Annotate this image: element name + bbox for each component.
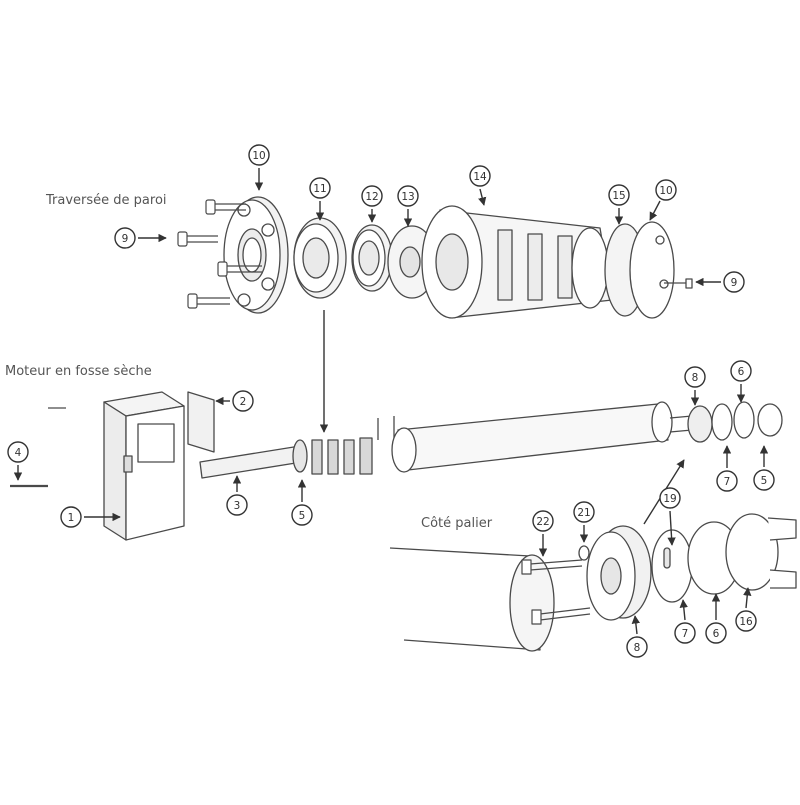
callout-circle-10 <box>655 179 677 201</box>
right-end-parts <box>687 401 783 443</box>
callout-circle-16 <box>735 610 757 632</box>
callout-circle-19 <box>659 487 681 509</box>
callout-number-3: 3 <box>234 500 241 512</box>
screws-left <box>177 199 262 309</box>
callout-circle-3 <box>226 494 248 516</box>
seal-ring-11 <box>293 217 347 299</box>
callout-number-14: 14 <box>473 171 487 183</box>
callout-circle-7 <box>716 470 738 492</box>
callout-circle-12 <box>361 185 383 207</box>
callout-arrow-19 <box>667 510 676 546</box>
section-label-motor: Moteur en fosse sèche <box>5 364 152 379</box>
callout-circle-7 <box>674 622 696 644</box>
callout-circle-5 <box>291 504 313 526</box>
callout-arrow-8 <box>631 615 641 635</box>
callout-number-16: 16 <box>739 616 753 628</box>
section-label-wall: Traversée de paroi <box>46 193 167 208</box>
callout-number-4: 4 <box>15 447 22 459</box>
bracket-2 <box>187 391 215 453</box>
callout-number-11: 11 <box>313 183 326 195</box>
callout-number-9: 9 <box>122 233 129 245</box>
bearing-tube-section <box>389 547 555 652</box>
callout-circle-22 <box>532 510 554 532</box>
callout-number-2: 2 <box>240 396 247 408</box>
disc-7 <box>651 529 693 603</box>
callout-circle-10 <box>248 144 270 166</box>
washer-21 <box>578 545 590 561</box>
shaft-3 <box>199 445 303 479</box>
callout-circle-5 <box>753 469 775 491</box>
callout-number-7: 7 <box>682 628 689 640</box>
callout-number-9: 9 <box>731 277 738 289</box>
callout-number-22: 22 <box>536 516 549 528</box>
flange-15-10 <box>604 221 693 319</box>
callout-number-7: 7 <box>724 476 731 488</box>
callout-circle-15 <box>608 184 630 206</box>
callout-number-1: 1 <box>68 512 75 524</box>
bearing-hub-8 <box>586 525 652 621</box>
callout-number-6: 6 <box>713 628 720 640</box>
callout-number-8: 8 <box>692 372 699 384</box>
callout-circle-9 <box>114 227 136 249</box>
callout-number-12: 12 <box>365 191 378 203</box>
callout-circle-14 <box>469 165 491 187</box>
bolts-22 <box>521 559 591 625</box>
callout-number-15: 15 <box>612 190 625 202</box>
callout-number-5: 5 <box>299 510 306 522</box>
callout-circle-8 <box>626 636 648 658</box>
section-label-bearing: Côté palier <box>421 516 493 531</box>
callout-arrow-10 <box>649 200 661 221</box>
callout-number-21: 21 <box>577 507 590 519</box>
callout-circle-21 <box>573 501 595 523</box>
ring-12 <box>351 224 393 292</box>
callout-number-10: 10 <box>659 185 672 197</box>
coupling-16 <box>725 513 797 591</box>
callout-circle-9 <box>723 271 745 293</box>
coupling-5 <box>292 416 395 475</box>
callout-number-19: 19 <box>663 493 676 505</box>
callout-arrow-16 <box>743 587 752 609</box>
tube-body <box>391 401 693 473</box>
callout-circle-6 <box>730 360 752 382</box>
callout-circle-2 <box>232 390 254 412</box>
housing-14 <box>421 205 613 319</box>
wall-flange-left <box>223 196 289 314</box>
callout-circle-6 <box>705 622 727 644</box>
callout-number-13: 13 <box>401 191 414 203</box>
callout-number-10: 10 <box>252 150 265 162</box>
callout-arrow-14 <box>478 188 487 206</box>
callout-number-8: 8 <box>634 642 641 654</box>
callout-number-5: 5 <box>761 475 768 487</box>
callout-arrow-7 <box>679 599 688 621</box>
callout-circle-4 <box>7 441 29 463</box>
callout-number-6: 6 <box>738 366 745 378</box>
callout-circle-13 <box>397 185 419 207</box>
callout-circle-1 <box>60 506 82 528</box>
callout-circle-11 <box>309 177 331 199</box>
callout-circle-8 <box>684 366 706 388</box>
motor-box <box>103 391 185 541</box>
